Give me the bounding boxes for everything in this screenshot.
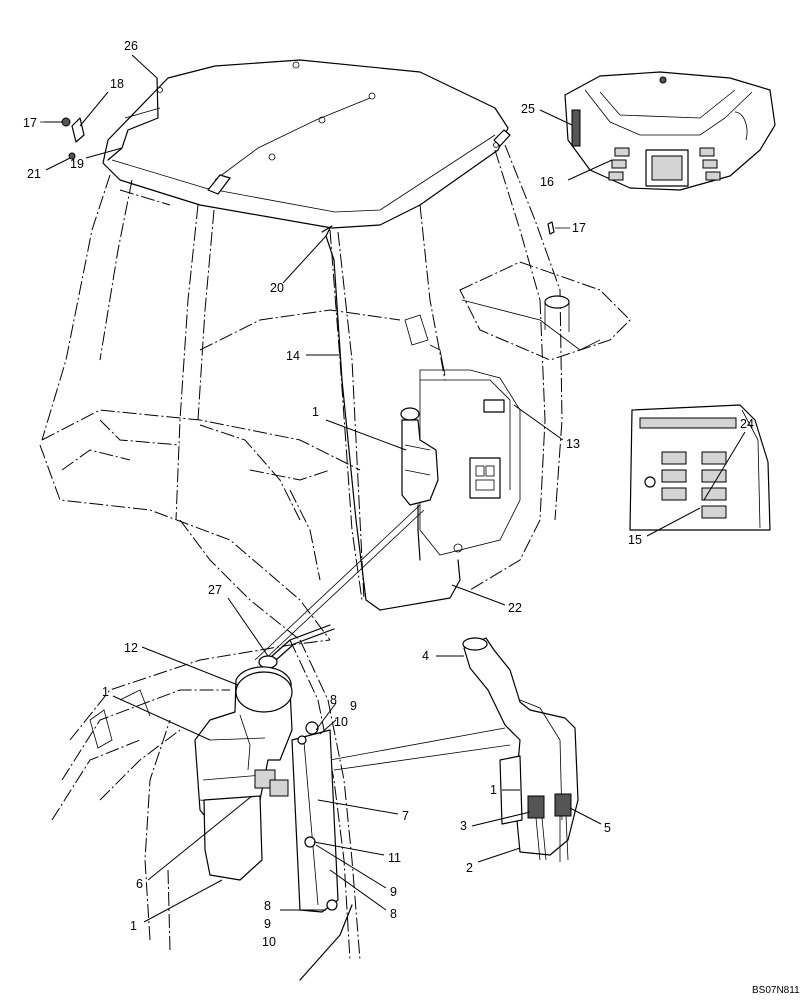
fastener-17-top — [40, 117, 85, 160]
callout-1: 1 — [130, 919, 137, 933]
callout-1: 1 — [490, 783, 497, 797]
callout-3: 3 — [460, 819, 467, 833]
switch-bezel — [629, 404, 771, 531]
cab-frame — [39, 144, 563, 641]
callout-19: 19 — [70, 157, 84, 171]
callout-17: 17 — [572, 221, 586, 235]
callout-24: 24 — [740, 417, 754, 431]
callout-22: 22 — [508, 601, 522, 615]
leader-lines — [44, 54, 746, 923]
callout-27: 27 — [208, 583, 222, 597]
detail-pillar-mount — [51, 504, 511, 981]
detail-mounting-bracket — [291, 721, 339, 913]
callout-8: 8 — [390, 907, 397, 921]
callout-8: 8 — [264, 899, 271, 913]
callout-18: 18 — [110, 77, 124, 91]
callout-9: 9 — [264, 917, 271, 931]
callout-11: 11 — [388, 851, 401, 865]
callout-13: 13 — [566, 437, 580, 451]
callout-26: 26 — [124, 39, 138, 53]
callout-6: 6 — [136, 877, 143, 891]
callout-labels: 26 18 17 21 19 25 16 17 20 14 1 13 24 15… — [23, 39, 754, 949]
callout-1: 1 — [102, 685, 109, 699]
fastener-17-right — [547, 221, 570, 235]
callout-2: 2 — [466, 861, 473, 875]
washer-reservoir-in-cab — [400, 407, 463, 561]
side-console — [404, 261, 631, 556]
callout-25: 25 — [521, 102, 535, 116]
callout-1: 1 — [312, 405, 319, 419]
callout-12: 12 — [124, 641, 138, 655]
callout-21: 21 — [27, 167, 41, 181]
callout-16: 16 — [540, 175, 554, 189]
callout-9: 9 — [390, 885, 397, 899]
callout-7: 7 — [402, 809, 409, 823]
roof-switch-panel — [564, 71, 776, 191]
callout-8: 8 — [330, 693, 337, 707]
detail-washer-reservoir — [194, 655, 293, 881]
callout-10: 10 — [262, 935, 276, 949]
callout-9: 9 — [350, 699, 357, 713]
callout-20: 20 — [270, 281, 284, 295]
cab-roof — [102, 59, 511, 229]
detail-reservoir-assembly — [462, 637, 579, 862]
callout-14: 14 — [286, 349, 300, 363]
reference-code: BS07N811 — [752, 985, 800, 996]
callout-15: 15 — [628, 533, 642, 547]
callout-4: 4 — [422, 649, 429, 663]
callout-17: 17 — [23, 116, 37, 130]
washer-hose-routing — [321, 225, 461, 611]
callout-10: 10 — [334, 715, 348, 729]
callout-5: 5 — [604, 821, 611, 835]
